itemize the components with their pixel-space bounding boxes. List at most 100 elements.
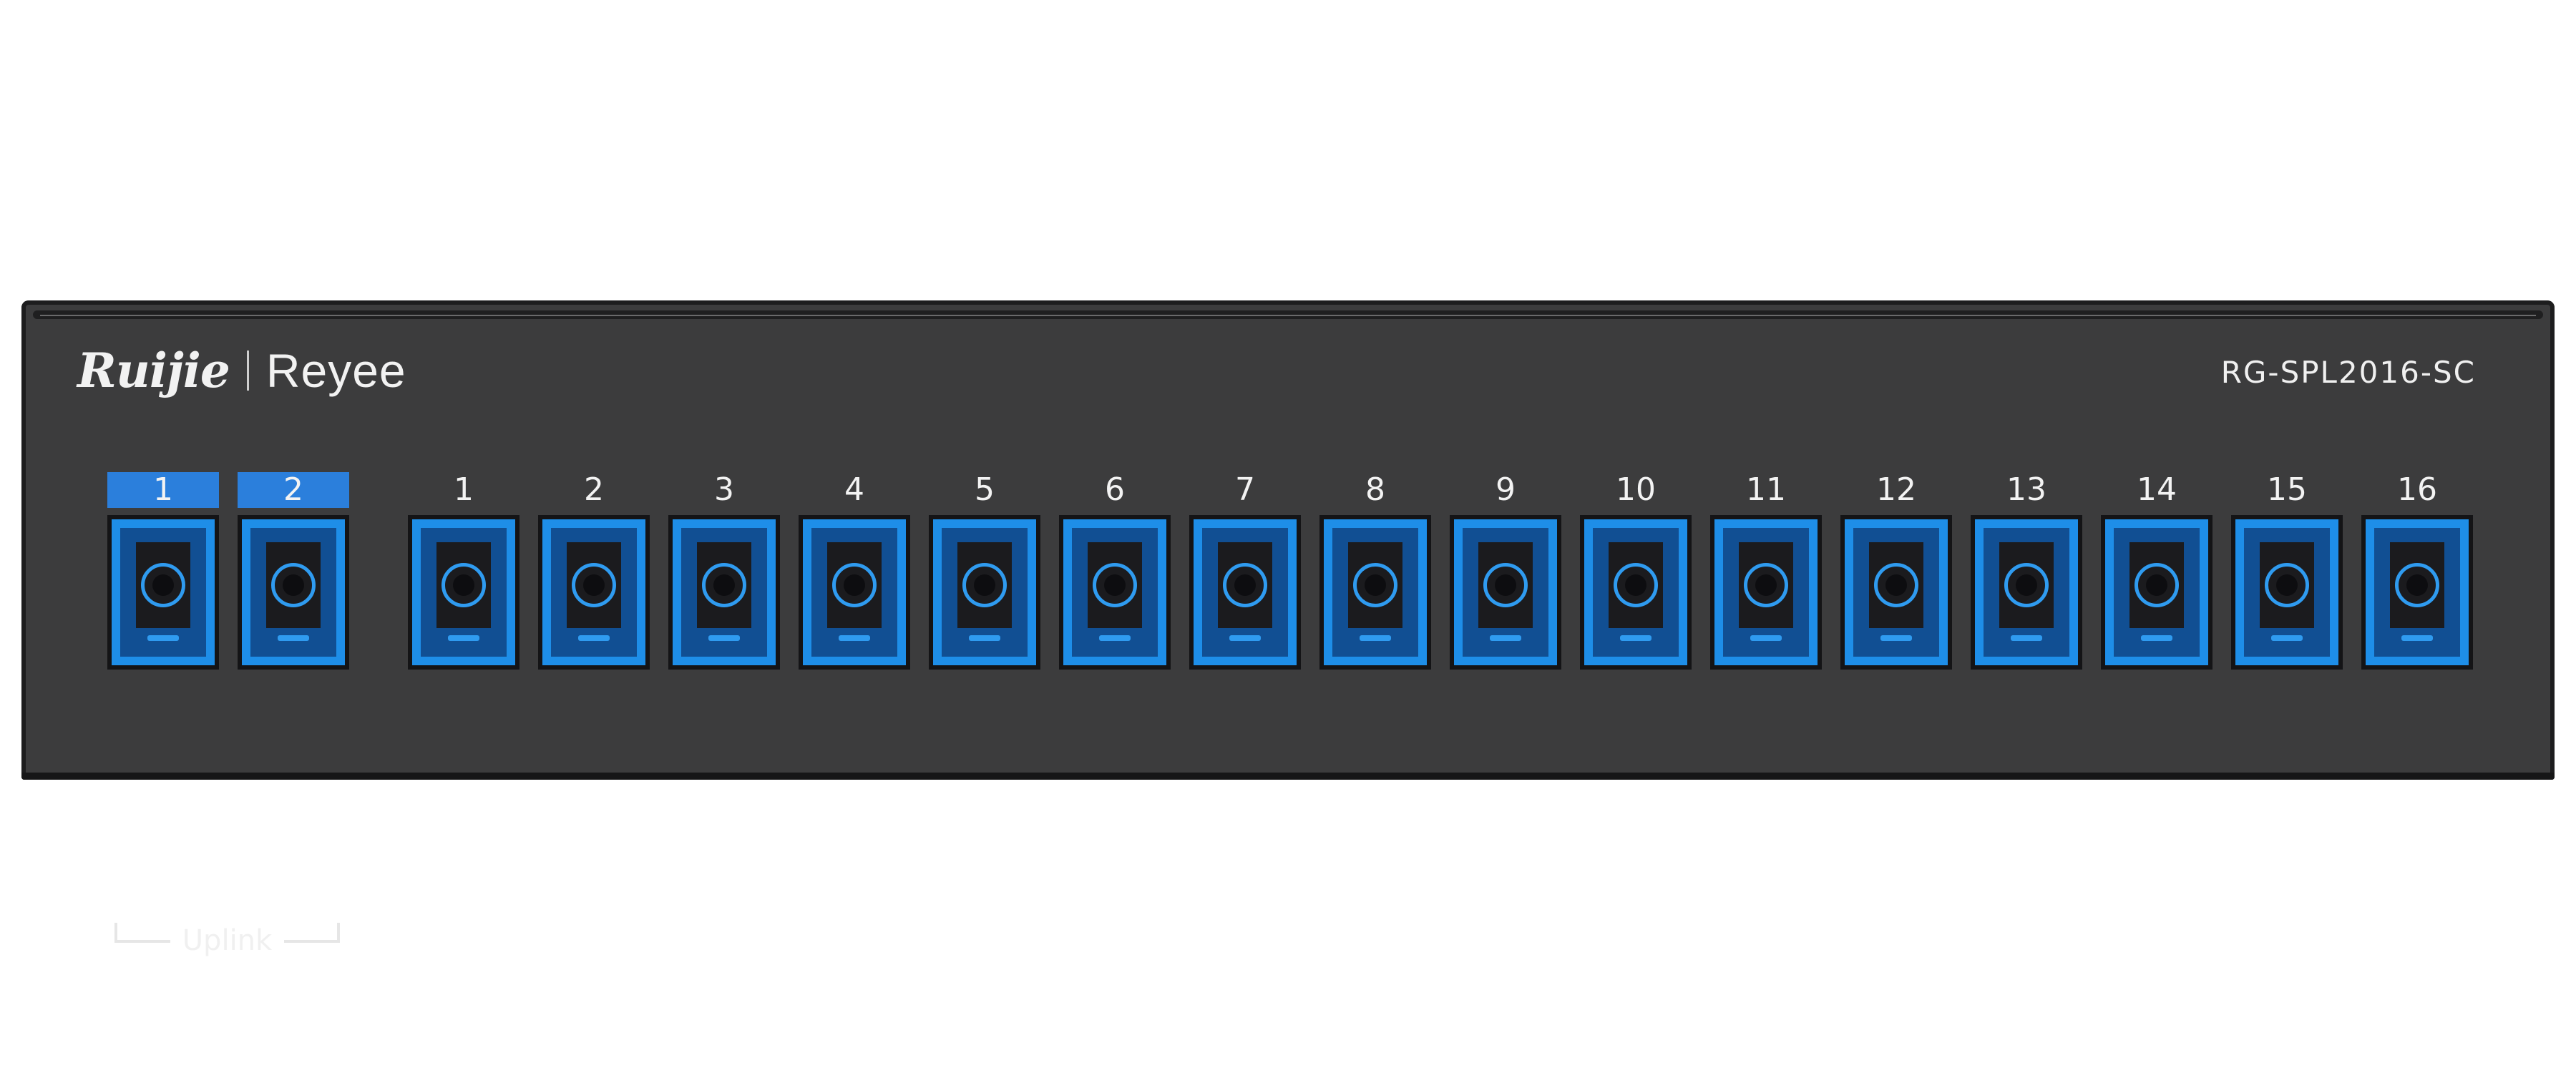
sc-connector[interactable] (1319, 515, 1431, 670)
sc-port-cavity (1869, 542, 1923, 628)
sc-connector[interactable] (1059, 515, 1171, 670)
downlink-port-14[interactable]: 14 (2101, 472, 2212, 670)
uplink-port-1[interactable]: 1 (107, 472, 219, 670)
sc-port-rim (551, 528, 637, 657)
fiber-ferrule-icon (2265, 563, 2309, 607)
brand-logo: Ruijie Reyee (77, 342, 406, 399)
port-number-label: 15 (2267, 471, 2307, 508)
fiber-core-icon (1755, 574, 1777, 596)
downlink-port-12[interactable]: 12 (1840, 472, 1952, 670)
downlink-port-6[interactable]: 6 (1059, 472, 1171, 670)
panel-bottom-edge (21, 773, 2555, 780)
downlink-port-3[interactable]: 3 (668, 472, 780, 670)
sc-port-rim (1723, 528, 1809, 657)
port-number-label: 4 (844, 471, 864, 508)
sc-port-housing (933, 519, 1036, 665)
port-number-label: 14 (2137, 471, 2177, 508)
sc-port-housing (2105, 519, 2208, 665)
sc-latch-slot (1360, 635, 1391, 641)
downlink-port-16[interactable]: 16 (2361, 472, 2473, 670)
sc-port-housing (1063, 519, 1166, 665)
sc-port-housing (1454, 519, 1557, 665)
fiber-ferrule-icon (2004, 563, 2049, 607)
uplink-port-2[interactable]: 2 (238, 472, 349, 670)
fiber-ferrule-icon (141, 563, 185, 607)
downlink-port-1[interactable]: 1 (408, 472, 519, 670)
downlink-port-13[interactable]: 13 (1971, 472, 2082, 670)
sc-latch-slot (578, 635, 610, 641)
sc-latch-slot (708, 635, 740, 641)
sc-port-rim (2374, 528, 2460, 657)
port-number-label: 5 (975, 471, 995, 508)
fiber-ferrule-icon (1874, 563, 1918, 607)
downlink-port-9[interactable]: 9 (1450, 472, 1561, 670)
sc-port-housing (112, 519, 215, 665)
sc-port-cavity (1348, 542, 1402, 628)
sc-connector[interactable] (538, 515, 650, 670)
sc-connector[interactable] (1840, 515, 1952, 670)
downlink-port-10[interactable]: 10 (1580, 472, 1692, 670)
port-number-label: 1 (454, 471, 474, 508)
sc-latch-slot (448, 635, 479, 641)
sc-latch-slot (1880, 635, 1912, 641)
sc-port-housing (542, 519, 645, 665)
sc-connector[interactable] (107, 515, 219, 670)
sc-port-housing (673, 519, 776, 665)
fiber-ferrule-icon (271, 563, 316, 607)
sc-port-cavity (697, 542, 751, 628)
sc-latch-slot (278, 635, 309, 641)
fiber-core-icon (1885, 574, 1907, 596)
downlink-port-4[interactable]: 4 (799, 472, 910, 670)
uplink-bracket-left (114, 923, 117, 941)
downlink-port-7[interactable]: 7 (1189, 472, 1301, 670)
sc-latch-slot (2011, 635, 2042, 641)
sc-connector[interactable] (1189, 515, 1301, 670)
downlink-port-2[interactable]: 2 (538, 472, 650, 670)
fiber-ferrule-icon (962, 563, 1007, 607)
sc-connector[interactable] (408, 515, 519, 670)
sc-port-cavity (1739, 542, 1793, 628)
fiber-core-icon (2016, 574, 2037, 596)
fiber-ferrule-icon (1223, 563, 1267, 607)
sc-connector[interactable] (2101, 515, 2212, 670)
fiber-core-icon (974, 574, 995, 596)
port-number-label: 1 (107, 472, 219, 508)
sc-connector[interactable] (2361, 515, 2473, 670)
sc-port-housing (1975, 519, 2078, 665)
fiber-core-icon (1625, 574, 1646, 596)
sc-connector[interactable] (1580, 515, 1692, 670)
sc-port-rim (811, 528, 897, 657)
sc-port-housing (1845, 519, 1948, 665)
sc-connector[interactable] (1710, 515, 1822, 670)
port-number-label: 16 (2397, 471, 2437, 508)
uplink-label: Uplink (182, 924, 273, 957)
sc-port-cavity (436, 542, 491, 628)
sc-latch-slot (1490, 635, 1521, 641)
sc-connector[interactable] (2231, 515, 2343, 670)
uplink-bracket-left-line (114, 940, 170, 943)
sc-latch-slot (1620, 635, 1652, 641)
fiber-core-icon (1234, 574, 1256, 596)
sc-port-rim (120, 528, 206, 657)
sc-connector[interactable] (238, 515, 349, 670)
sc-connector[interactable] (1971, 515, 2082, 670)
fiber-ferrule-icon (572, 563, 616, 607)
sc-connector[interactable] (1450, 515, 1561, 670)
sc-port-rim (1332, 528, 1418, 657)
downlink-port-5[interactable]: 5 (929, 472, 1040, 670)
sc-port-housing (412, 519, 515, 665)
downlink-port-8[interactable]: 8 (1319, 472, 1431, 670)
sc-connector[interactable] (799, 515, 910, 670)
fiber-ferrule-icon (1614, 563, 1658, 607)
fiber-core-icon (1365, 574, 1386, 596)
downlink-port-11[interactable]: 11 (1710, 472, 1822, 670)
sc-connector[interactable] (929, 515, 1040, 670)
sc-connector[interactable] (668, 515, 780, 670)
sc-port-rim (2244, 528, 2330, 657)
sc-latch-slot (2271, 635, 2303, 641)
port-number-label: 9 (1496, 471, 1516, 508)
fiber-ferrule-icon (441, 563, 486, 607)
sc-port-housing (1584, 519, 1687, 665)
downlink-port-15[interactable]: 15 (2231, 472, 2343, 670)
